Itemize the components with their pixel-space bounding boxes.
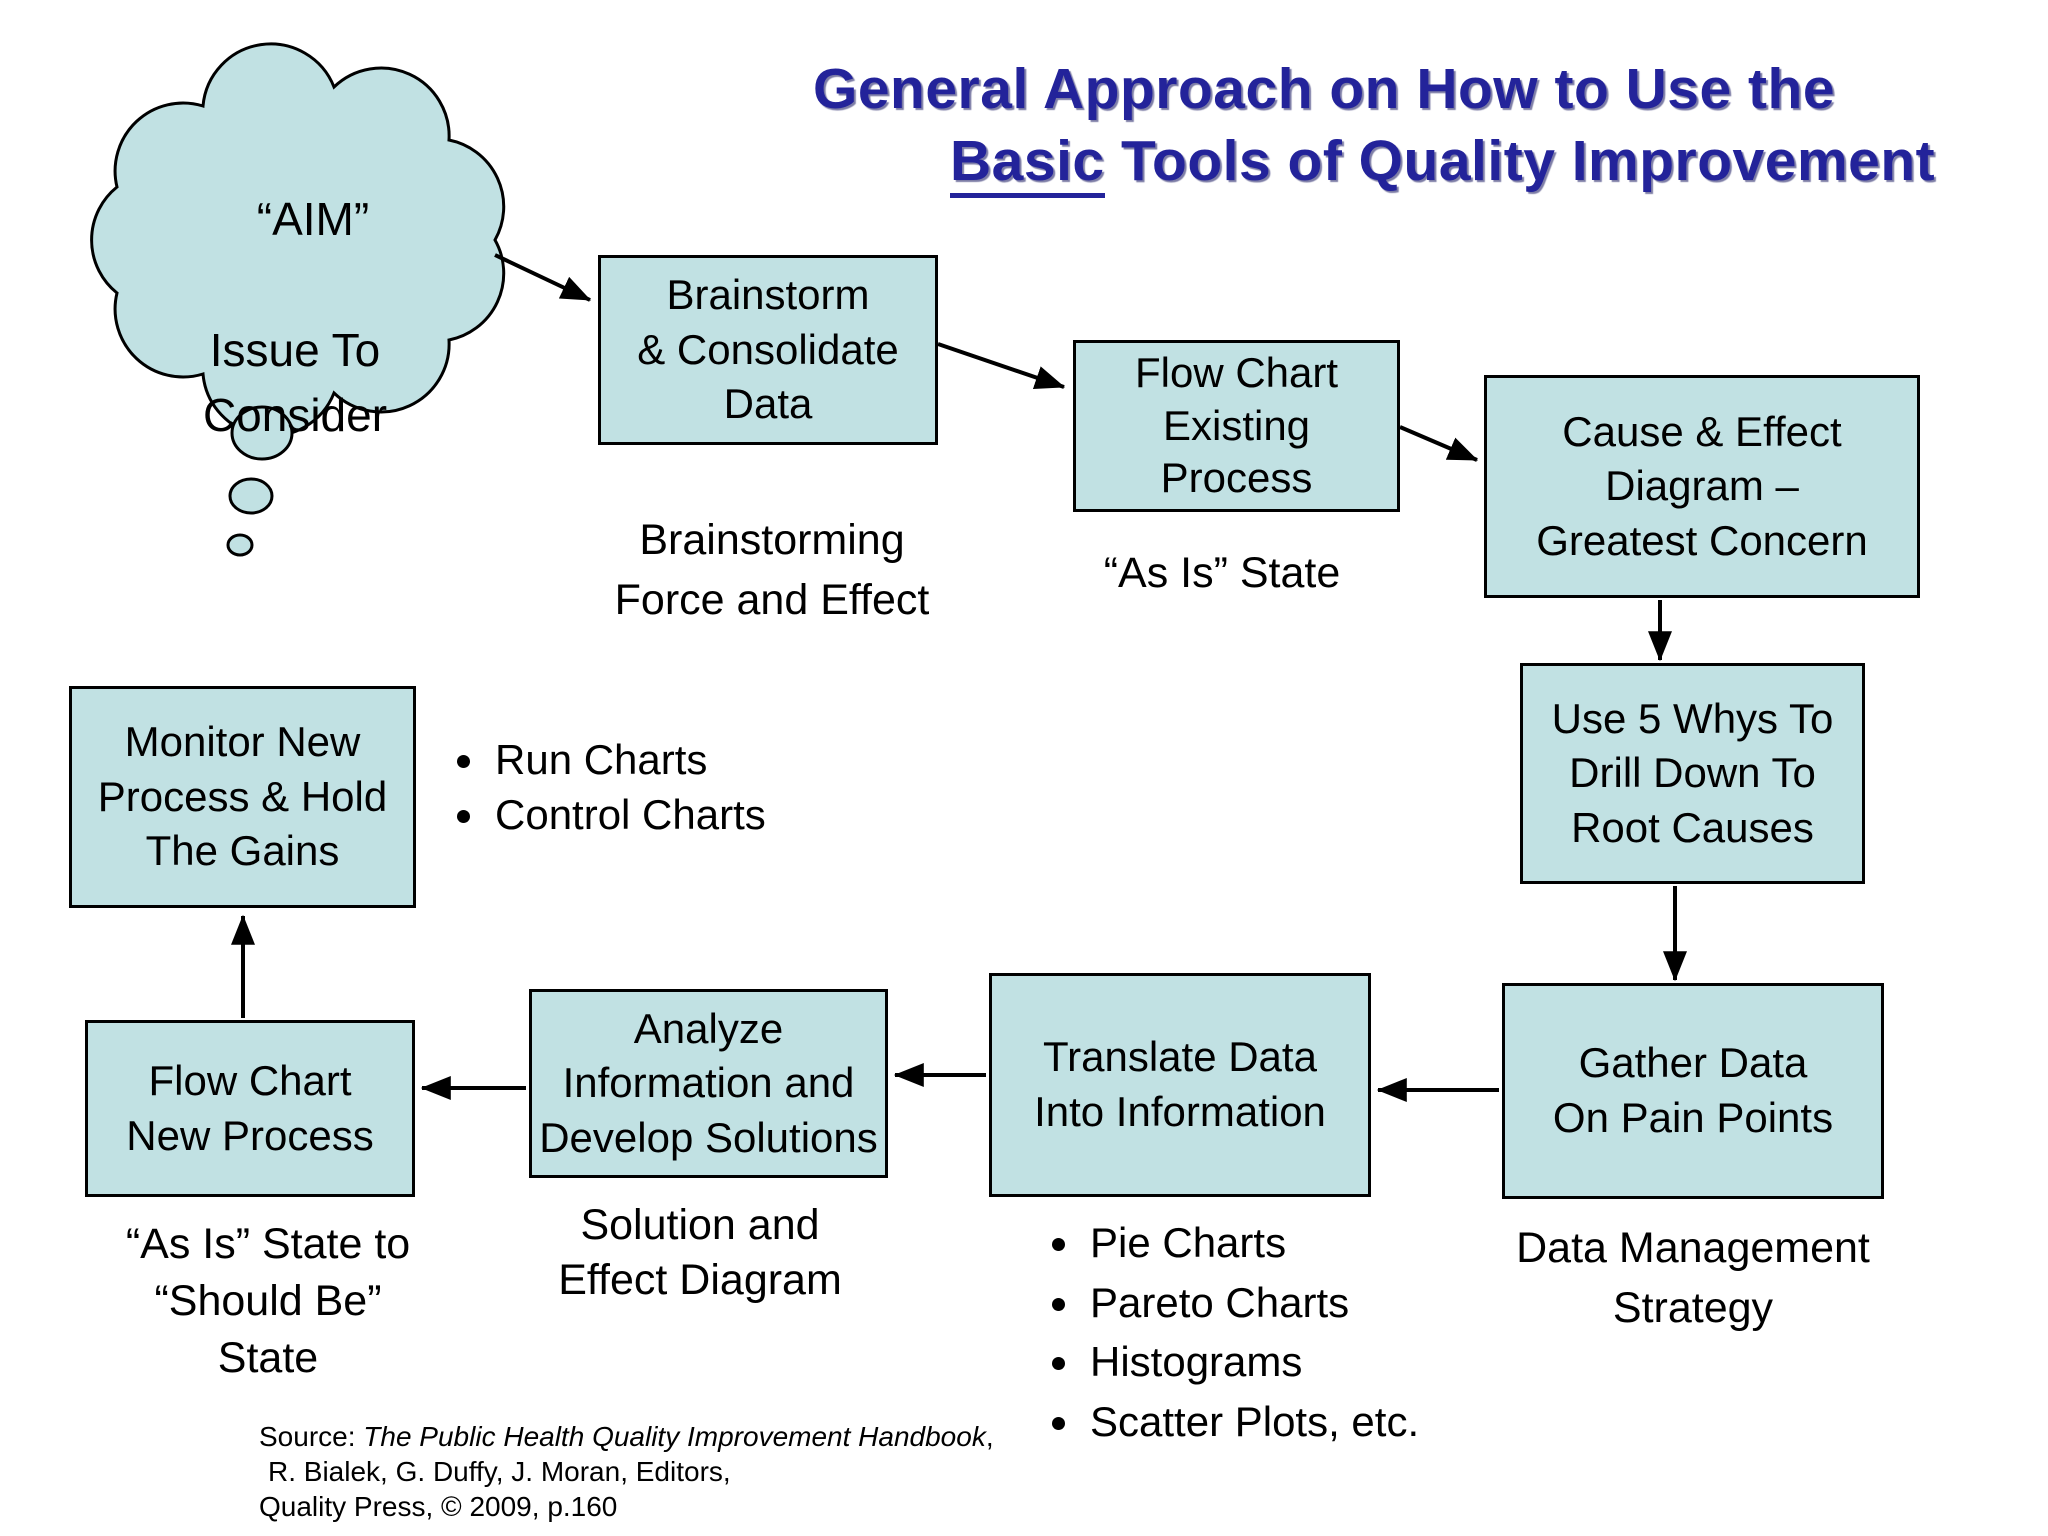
box-translate-data: Translate Data Into Information [989, 973, 1371, 1197]
source-citation-line-2: R. Bialek, G. Duffy, J. Moran, Editors, [268, 1456, 731, 1487]
translate-tools-bullet-list: Pie Charts Pareto Charts Histograms Scat… [1040, 1213, 1419, 1452]
box-label: Flow Chart New Process [126, 1056, 374, 1159]
source-book-title: The Public Health Quality Improvement Ha… [363, 1421, 986, 1452]
bullet-label: Pareto Charts [1090, 1278, 1350, 1326]
caption-solution-effect-diagram: Solution and Effect Diagram [558, 1201, 842, 1304]
box-label: Monitor New Process & Hold The Gains [97, 718, 388, 875]
bullet-item: Run Charts [489, 733, 766, 788]
caption-as-is-state: “As Is” State [1103, 549, 1341, 597]
cloud-issue-label: Issue To Consider [202, 323, 388, 442]
thought-trail-bubble-medium [228, 477, 274, 515]
bullet-label: Pie Charts [1090, 1219, 1287, 1266]
page-title-line-1: General Approach on How to Use the [813, 57, 1836, 121]
thought-trail-bubble-small [226, 533, 254, 557]
thought-cloud: “AIM” Issue To Consider [110, 122, 480, 514]
box-monitor-new-process: Monitor New Process & Hold The Gains [69, 686, 416, 908]
bullet-label: Histograms [1090, 1338, 1303, 1386]
bullet-item: Histograms [1084, 1332, 1419, 1392]
box-flow-chart-existing: Flow Chart Existing Process [1073, 340, 1400, 512]
box-label: Gather Data On Pain Points [1552, 1039, 1834, 1141]
bullet-item: Pareto Charts [1084, 1273, 1419, 1333]
page-title-line-2: Basic Tools of Quality Improvement [950, 128, 1936, 198]
thought-trail-bubble-large [230, 405, 294, 461]
box-analyze-develop-solutions: Analyze Information and Develop Solution… [529, 989, 888, 1178]
box-five-whys: Use 5 Whys To Drill Down To Root Causes [1520, 663, 1865, 884]
arrow-flow-existing-to-cause-effect [1399, 425, 1479, 462]
caption-as-is-to-should-be: “As Is” State to “Should Be” State [125, 1220, 411, 1383]
bullet-label: Run Charts [495, 736, 708, 783]
bullet-label: Control Charts [495, 790, 766, 838]
box-cause-effect-diagram: Cause & Effect Diagram – Greatest Concer… [1484, 375, 1920, 598]
source-prefix: Source: [259, 1421, 364, 1452]
thought-cloud-shape [90, 42, 506, 438]
arrow-cloud-to-brainstorm [494, 253, 592, 302]
source-citation-line-3: Quality Press, © 2009, p.160 [259, 1491, 618, 1522]
box-label: Brainstorm & Consolidate Data [637, 271, 899, 428]
box-flow-chart-new: Flow Chart New Process [85, 1020, 415, 1197]
box-label: Flow Chart Existing Process [1134, 349, 1339, 502]
box-label: Use 5 Whys To Drill Down To Root Causes [1551, 694, 1834, 851]
bullet-item: Control Charts [489, 788, 766, 843]
bullet-item: Pie Charts [1084, 1213, 1419, 1273]
source-citation-line-1: Source: The Public Health Quality Improv… [259, 1419, 994, 1454]
caption-data-management-strategy: Data Management Strategy [1516, 1224, 1870, 1333]
caption-brainstorming-force-effect: Brainstorming Force and Effect [614, 516, 930, 625]
monitor-charts-bullet-list: Run Charts Control Charts [445, 733, 766, 842]
box-gather-data: Gather Data On Pain Points [1502, 983, 1884, 1199]
source-after-book: , [985, 1421, 994, 1452]
box-brainstorm-consolidate: Brainstorm & Consolidate Data [598, 255, 938, 445]
title-line-2-rest: Tools of Quality Improvement [1104, 129, 1936, 193]
bullet-label: Scatter Plots, etc. [1090, 1397, 1420, 1445]
title-underlined-word: Basic [950, 129, 1105, 198]
cloud-aim-label: “AIM” [256, 193, 370, 246]
box-label: Translate Data Into Information [1034, 1033, 1326, 1135]
box-label: Analyze Information and Develop Solution… [539, 1004, 878, 1161]
box-label: Cause & Effect Diagram – Greatest Concer… [1536, 407, 1868, 564]
arrow-brainstorm-to-flow-existing [937, 342, 1066, 390]
bullet-item: Scatter Plots, etc. [1084, 1392, 1419, 1452]
